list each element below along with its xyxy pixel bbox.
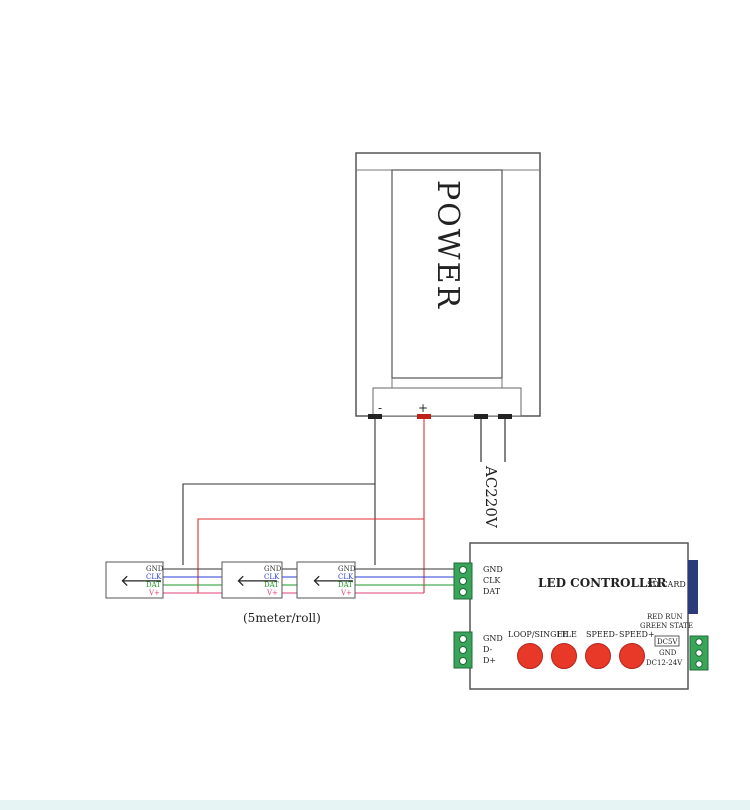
output-terminal-screw-3: [459, 588, 467, 596]
power-input-screw-2: [695, 649, 703, 657]
segment-3-pin-clk: CLK: [338, 573, 354, 581]
button-label-speed-minus: SPEED-: [586, 630, 618, 639]
sd-card-label: SD CARD: [647, 580, 686, 589]
segment-3-pin-gnd: GND: [338, 565, 356, 573]
led-segment-1: 🡐 GND CLK DAT V+: [105, 561, 164, 599]
power-wires: [182, 419, 425, 593]
roll-label: (5meter/roll): [243, 611, 321, 625]
segment-2-arrow: 🡐: [236, 571, 279, 590]
input-pin-gnd: GND: [483, 634, 503, 643]
segment-1-pin-clk: CLK: [146, 573, 162, 581]
controller-title: LED CONTROLLER: [538, 576, 668, 590]
controller-body: [469, 542, 689, 690]
power-panel: [391, 169, 503, 379]
led-segment-3: 🡐 GND CLK DAT V+: [296, 561, 356, 599]
dc-voltage-label: DC12-24V: [646, 659, 683, 667]
led-segment-2: 🡐 GND CLK DAT V+: [221, 561, 283, 599]
power-terminal-block: [372, 387, 522, 417]
segment-1-arrow: 🡐: [120, 571, 163, 590]
output-pin-clk: CLK: [483, 576, 501, 585]
segment-2-body: [221, 561, 283, 599]
segment-2-pin-gnd: GND: [264, 565, 282, 573]
output-pin-gnd: GND: [483, 565, 503, 574]
segment-1-pin-vplus: V+: [148, 589, 160, 597]
segment-2-pin-clk: CLK: [264, 573, 280, 581]
speed-plus-button[interactable]: [619, 643, 645, 669]
segment-2-pin-dat: DAT: [264, 581, 279, 589]
led-controller: GND CLK DAT LED CONTROLLER SD CARD GND D…: [453, 542, 709, 690]
segment-2-pin-vplus: V+: [266, 589, 278, 597]
input-pin-dminus: D-: [483, 645, 493, 654]
segment-1-pin-gnd: GND: [146, 565, 164, 573]
file-button[interactable]: [551, 643, 577, 669]
power-title: POWER: [430, 180, 465, 310]
power-minus-label: -: [378, 401, 382, 415]
speed-minus-button[interactable]: [585, 643, 611, 669]
status-green-state: GREEN STATE: [640, 622, 693, 630]
power-supply: POWER - + AC220V: [355, 152, 541, 529]
segment-1-body: [105, 561, 164, 599]
input-pin-dplus: D+: [483, 656, 496, 665]
output-terminal-screw-2: [459, 577, 467, 585]
power-plus-terminal: [417, 414, 431, 419]
output-pin-dat: DAT: [483, 587, 501, 596]
button-label-file: FILE: [557, 630, 577, 639]
vplus-wire-to-strip: [197, 518, 424, 593]
segment-1-pin-dat: DAT: [146, 581, 161, 589]
dc5v-label: DC5V: [657, 638, 678, 646]
button-label-speed-plus: SPEED+: [619, 630, 655, 639]
status-red-run: RED RUN: [647, 613, 683, 621]
gnd-wire-to-strip: [182, 419, 376, 565]
segment-3-pin-vplus: V+: [340, 589, 352, 597]
button-label-loop-single: LOOP/SINGLE: [508, 630, 568, 639]
input-terminal-screw-1: [459, 635, 467, 643]
power-input-screw-1: [695, 638, 703, 646]
ac-label: AC220V: [482, 465, 500, 529]
segment-3-pin-dat: DAT: [338, 581, 353, 589]
power-ac-terminal-2: [498, 414, 512, 419]
power-ac-terminal-1: [474, 414, 488, 419]
segment-3-body: [296, 561, 356, 599]
power-gnd-label: GND: [659, 649, 677, 657]
dc5v-box: [654, 635, 680, 647]
power-minus-terminal: [368, 414, 382, 419]
bottom-band: [0, 800, 750, 810]
input-terminal-screw-2: [459, 646, 467, 654]
sd-card-slot: [688, 560, 698, 614]
power-plus-label: +: [418, 401, 428, 415]
output-terminal-screw-1: [459, 566, 467, 574]
power-input-screw-3: [695, 660, 703, 668]
input-terminal-screw-3: [459, 657, 467, 665]
segment-3-arrow: 🡐: [312, 571, 355, 590]
loop-single-button[interactable]: [517, 643, 543, 669]
